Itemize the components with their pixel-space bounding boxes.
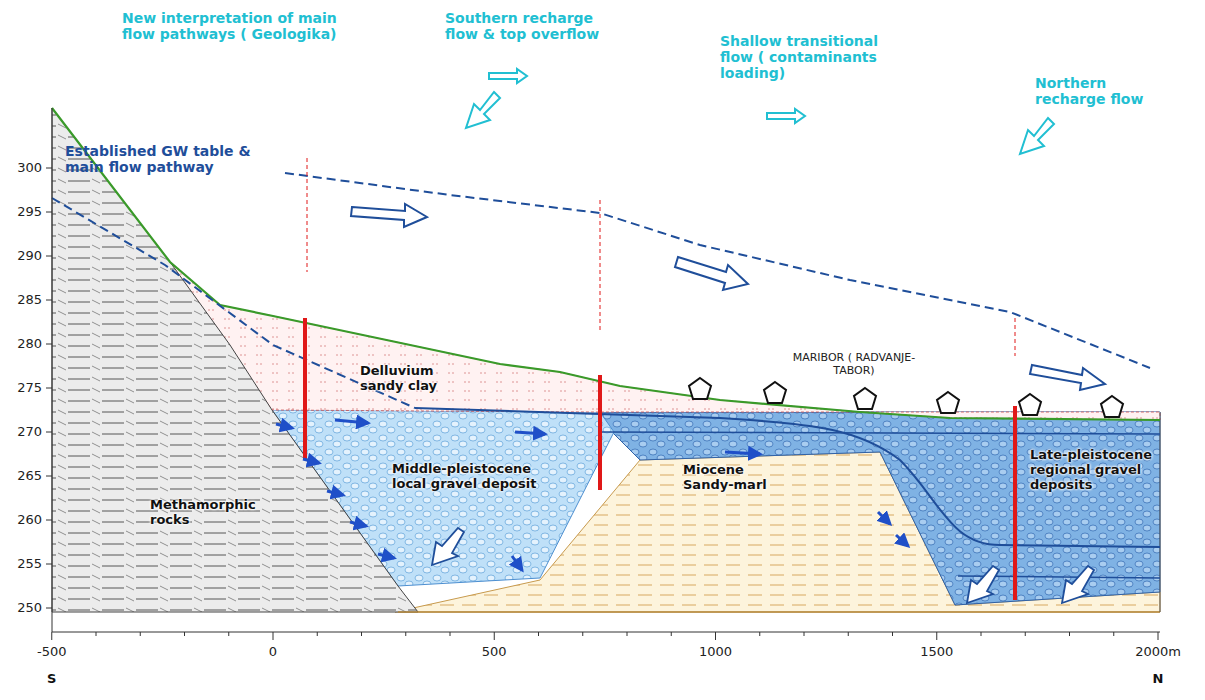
base-line xyxy=(398,611,1160,613)
axes xyxy=(52,108,1160,632)
axis-tick-label: 275 xyxy=(4,381,42,396)
annotation-text: Southern recharge flow & top overflow xyxy=(445,10,623,42)
delluvium-clay xyxy=(170,262,1160,420)
unit-label: Middle-pleistocene local gravel deposit xyxy=(392,462,562,492)
gw-table-upper xyxy=(285,173,1150,368)
axis-tick-label: 295 xyxy=(4,205,42,220)
late-gravel xyxy=(590,412,1160,605)
place-label: MARIBOR ( RADVANJE-TABOR) xyxy=(790,352,918,377)
axis-tick-label: 1000 xyxy=(699,645,732,660)
axis-ticks xyxy=(46,168,1158,640)
house-symbols xyxy=(689,378,1123,417)
annotation-title: New interpretation of main flow pathways… xyxy=(122,10,337,42)
direction-label: N xyxy=(1153,672,1164,687)
annotation-text: Shallow transitional flow ( contaminants… xyxy=(720,33,912,81)
axis-tick-label: 500 xyxy=(482,645,507,660)
axis-tick-label: -500 xyxy=(37,645,67,660)
axis-tick-label: 300 xyxy=(4,161,42,176)
small-arrows xyxy=(276,420,908,570)
annotation-arrows xyxy=(466,69,1054,154)
axis-tick-label: 265 xyxy=(4,469,42,484)
axis-tick-label: 2000m xyxy=(1135,645,1181,660)
annotation-text: Northern recharge flow xyxy=(1035,75,1163,107)
gw-label: Established GW table & main flow pathway xyxy=(65,143,277,175)
axis-tick-label: 0 xyxy=(269,645,277,660)
axis-tick-label: 285 xyxy=(4,293,42,308)
unit-label: Miocene Sandy-marl xyxy=(683,463,793,493)
axis-tick-label: 290 xyxy=(4,249,42,264)
flow-line xyxy=(600,432,1160,434)
axis-tick-label: 270 xyxy=(4,425,42,440)
section-markers xyxy=(305,158,1015,600)
seepage-arrows xyxy=(432,528,1094,603)
direction-label: S xyxy=(47,672,56,687)
axis-tick-label: 250 xyxy=(4,601,42,616)
axis-tick-label: 280 xyxy=(4,337,42,352)
flow-arrows xyxy=(351,204,1105,390)
unit-label: Delluvium sandy clay xyxy=(360,364,475,394)
unit-label: Methamorphic rocks xyxy=(150,498,265,528)
unit-label: Late-pleistocene regional gravel deposit… xyxy=(1030,448,1155,493)
axis-tick-label: 255 xyxy=(4,557,42,572)
axis-tick-label: 260 xyxy=(4,513,42,528)
axis-tick-label: 1500 xyxy=(920,645,953,660)
section-edge xyxy=(1160,412,1161,612)
ground-surface xyxy=(52,108,1160,420)
